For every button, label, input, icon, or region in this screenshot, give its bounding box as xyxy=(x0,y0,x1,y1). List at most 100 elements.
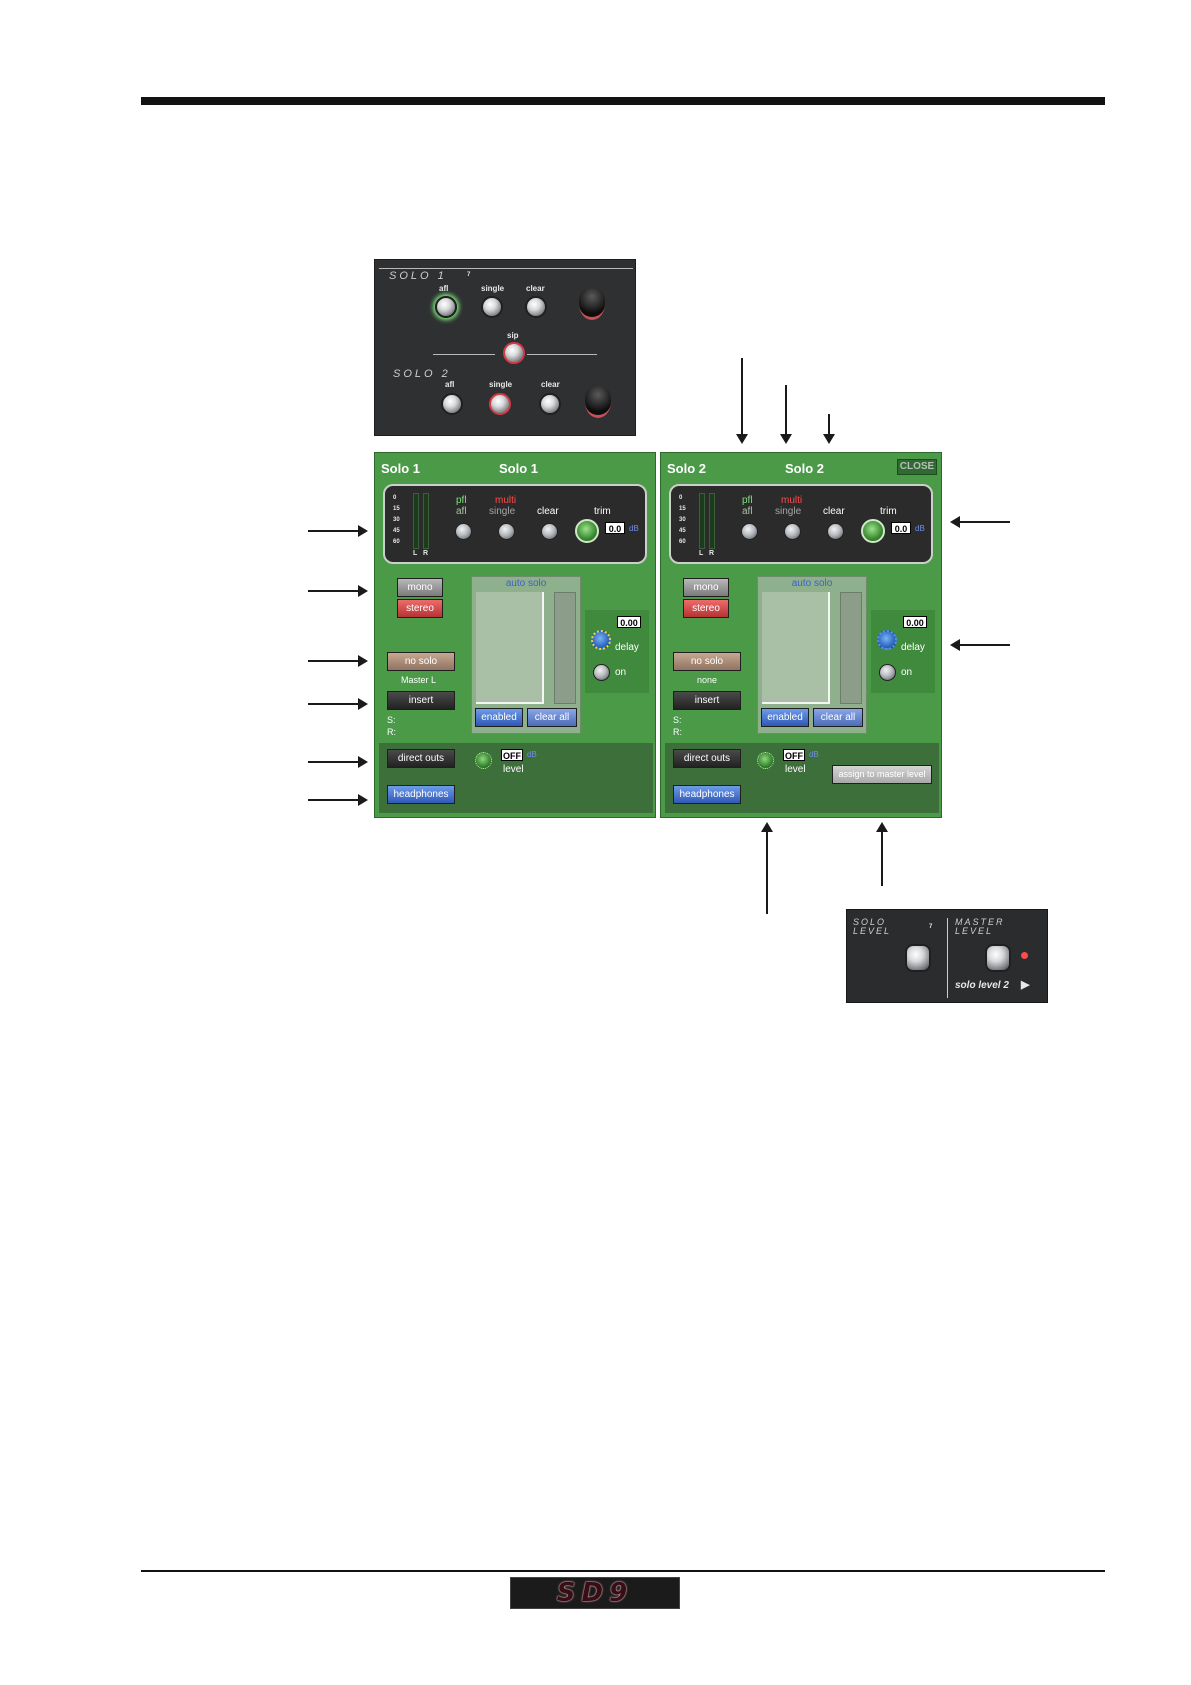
photo-solo1-afl-label: afl xyxy=(439,284,449,293)
callout-arrow-assign-master xyxy=(876,822,888,886)
solo2-direct-outs-button[interactable]: direct outs xyxy=(673,749,741,768)
solo2-no-solo-target: none xyxy=(697,675,718,685)
solo2-enabled-button[interactable]: enabled xyxy=(761,708,809,727)
solo2-clear-button[interactable] xyxy=(827,523,844,540)
solo1-enabled-button[interactable]: enabled xyxy=(475,708,523,727)
solo2-multi-single-button[interactable] xyxy=(784,523,801,540)
solo1-level-label: level xyxy=(503,764,524,775)
solo2-delay-on-button[interactable] xyxy=(879,664,896,681)
scale-tick: 45 xyxy=(393,528,400,534)
solo2-insert-button[interactable]: insert xyxy=(673,691,741,710)
photo-solo2-single-button xyxy=(489,393,511,415)
solo2-headphones-button[interactable]: headphones xyxy=(673,785,741,804)
callout-arrow-delay xyxy=(950,639,1010,651)
solo1-no-solo-button[interactable]: no solo xyxy=(387,652,455,671)
scale-tick: 0 xyxy=(679,495,683,501)
solo2-meter-r-label: R xyxy=(709,550,715,557)
solo2-pfl-afl-button[interactable] xyxy=(741,523,758,540)
photo-indicator-led-icon xyxy=(1021,952,1028,959)
solo1-header-left: Solo 1 xyxy=(381,461,421,476)
photo-solo2-afl-label: afl xyxy=(445,380,455,389)
solo2-auto-solo-list[interactable] xyxy=(762,592,830,704)
footer-rule xyxy=(141,1570,1105,1572)
solo1-trim-value[interactable]: 0.0 xyxy=(605,522,625,534)
solo2-delay-value[interactable]: 0.00 xyxy=(903,616,927,628)
solo1-mono-button[interactable]: mono xyxy=(397,578,443,597)
photo-solo2-single-label: single xyxy=(489,380,513,389)
solo2-auto-solo-title: auto solo xyxy=(791,578,833,589)
solo1-clear-button[interactable] xyxy=(541,523,558,540)
solo1-delay-knob[interactable] xyxy=(591,630,611,650)
solo1-multi-single-button[interactable] xyxy=(498,523,515,540)
solo2-auto-solo-scrollbar[interactable] xyxy=(840,592,862,704)
photo-solo2-clear-button xyxy=(539,393,561,415)
solo1-header-center: Solo 1 xyxy=(499,461,539,476)
photo-solo1-clear-label: clear xyxy=(526,284,545,293)
solo1-pfl-afl-button[interactable] xyxy=(455,523,472,540)
solo2-delay-section: 0.00 delay on xyxy=(871,610,935,693)
solo1-direct-outs-button[interactable]: direct outs xyxy=(387,749,455,768)
callout-arrow-direct-outs xyxy=(308,756,368,768)
solo2-trim-value[interactable]: 0.0 xyxy=(891,522,911,534)
solo1-stereo-button[interactable]: stereo xyxy=(397,599,443,618)
photo-master-level-encoder xyxy=(985,944,1011,972)
solo1-return-label: R: xyxy=(387,727,396,737)
solo2-meter-scale: 0 15 30 45 60 xyxy=(679,493,686,548)
hardware-solo-photo: SOLO 1 7 afl single clear sip SOLO 2 afl… xyxy=(374,259,636,436)
solo1-meter-left-bar xyxy=(413,493,419,549)
solo1-clear-all-button[interactable]: clear all xyxy=(527,708,577,727)
solo1-level-unit: dB xyxy=(527,750,537,759)
solo2-single-label: single xyxy=(775,506,802,517)
callout-arrow-insert xyxy=(308,698,368,710)
solo2-pfl-label: pfl xyxy=(742,495,753,506)
solo2-mono-button[interactable]: mono xyxy=(683,578,729,597)
solo2-level-unit: dB xyxy=(809,750,819,759)
solo2-header-center: Solo 2 xyxy=(785,461,825,476)
solo1-afl-label: afl xyxy=(456,506,467,517)
photo-solo1-single-label: single xyxy=(481,284,505,293)
solo2-trim-knob[interactable] xyxy=(861,519,885,543)
solo1-level-knob[interactable] xyxy=(475,752,492,769)
solo1-auto-solo-scrollbar[interactable] xyxy=(554,592,576,704)
photo-corner-mark: 7 xyxy=(467,272,471,278)
solo2-clear-all-button[interactable]: clear all xyxy=(813,708,863,727)
solo1-insert-button[interactable]: insert xyxy=(387,691,455,710)
solo2-trim-label: trim xyxy=(880,506,897,517)
solo2-meter-section: 0 15 30 45 60 L R pfl afl multi single c… xyxy=(669,484,933,564)
close-button[interactable]: CLOSE xyxy=(897,459,937,475)
solo1-headphones-button[interactable]: headphones xyxy=(387,785,455,804)
photo-solo1-clear-button xyxy=(525,296,547,318)
solo1-delay-on-button[interactable] xyxy=(593,664,610,681)
solo2-meter-right-bar xyxy=(709,493,715,549)
solo2-delay-on-label: on xyxy=(901,667,913,678)
solo2-auto-solo-box: auto solo enabled clear all xyxy=(757,576,867,734)
solo2-trim-unit: dB xyxy=(915,524,925,533)
solo2-no-solo-button[interactable]: no solo xyxy=(673,652,741,671)
solo1-panel: Solo 1 Solo 1 0 15 30 45 60 L R pfl afl … xyxy=(374,452,656,818)
solo1-pfl-label: pfl xyxy=(456,495,467,506)
solo2-stereo-button[interactable]: stereo xyxy=(683,599,729,618)
solo1-delay-value[interactable]: 0.00 xyxy=(617,616,641,628)
callout-arrow-meters xyxy=(308,525,368,537)
solo2-delay-label: delay xyxy=(901,642,925,653)
callout-arrow-pfl-afl xyxy=(736,358,748,444)
top-rule xyxy=(141,97,1105,105)
photo-master-level-title: MASTER LEVEL xyxy=(955,917,1005,936)
assign-to-master-level-button[interactable]: assign to master level xyxy=(832,765,932,784)
solo2-level-value[interactable]: OFF xyxy=(783,749,805,761)
solo1-single-label: single xyxy=(489,506,516,517)
photo-solo-level-2-label: solo level 2 xyxy=(955,980,1009,991)
solo1-level-value[interactable]: OFF xyxy=(501,749,523,761)
solo2-level-knob[interactable] xyxy=(757,752,774,769)
solo2-delay-knob[interactable] xyxy=(877,630,897,650)
solo1-trim-knob[interactable] xyxy=(575,519,599,543)
solo1-trim-unit: dB xyxy=(629,524,639,533)
photo-sip-rule-right xyxy=(527,354,597,355)
solo1-auto-solo-list[interactable] xyxy=(476,592,544,704)
callout-arrow-level xyxy=(761,822,773,914)
solo2-send-label: S: xyxy=(673,715,682,725)
photo-solo-level-title: SOLO LEVEL xyxy=(853,917,892,936)
scale-tick: 30 xyxy=(679,517,686,523)
solo1-auto-solo-box: auto solo enabled clear all xyxy=(471,576,581,734)
solo1-meter-l-label: L xyxy=(413,550,418,557)
